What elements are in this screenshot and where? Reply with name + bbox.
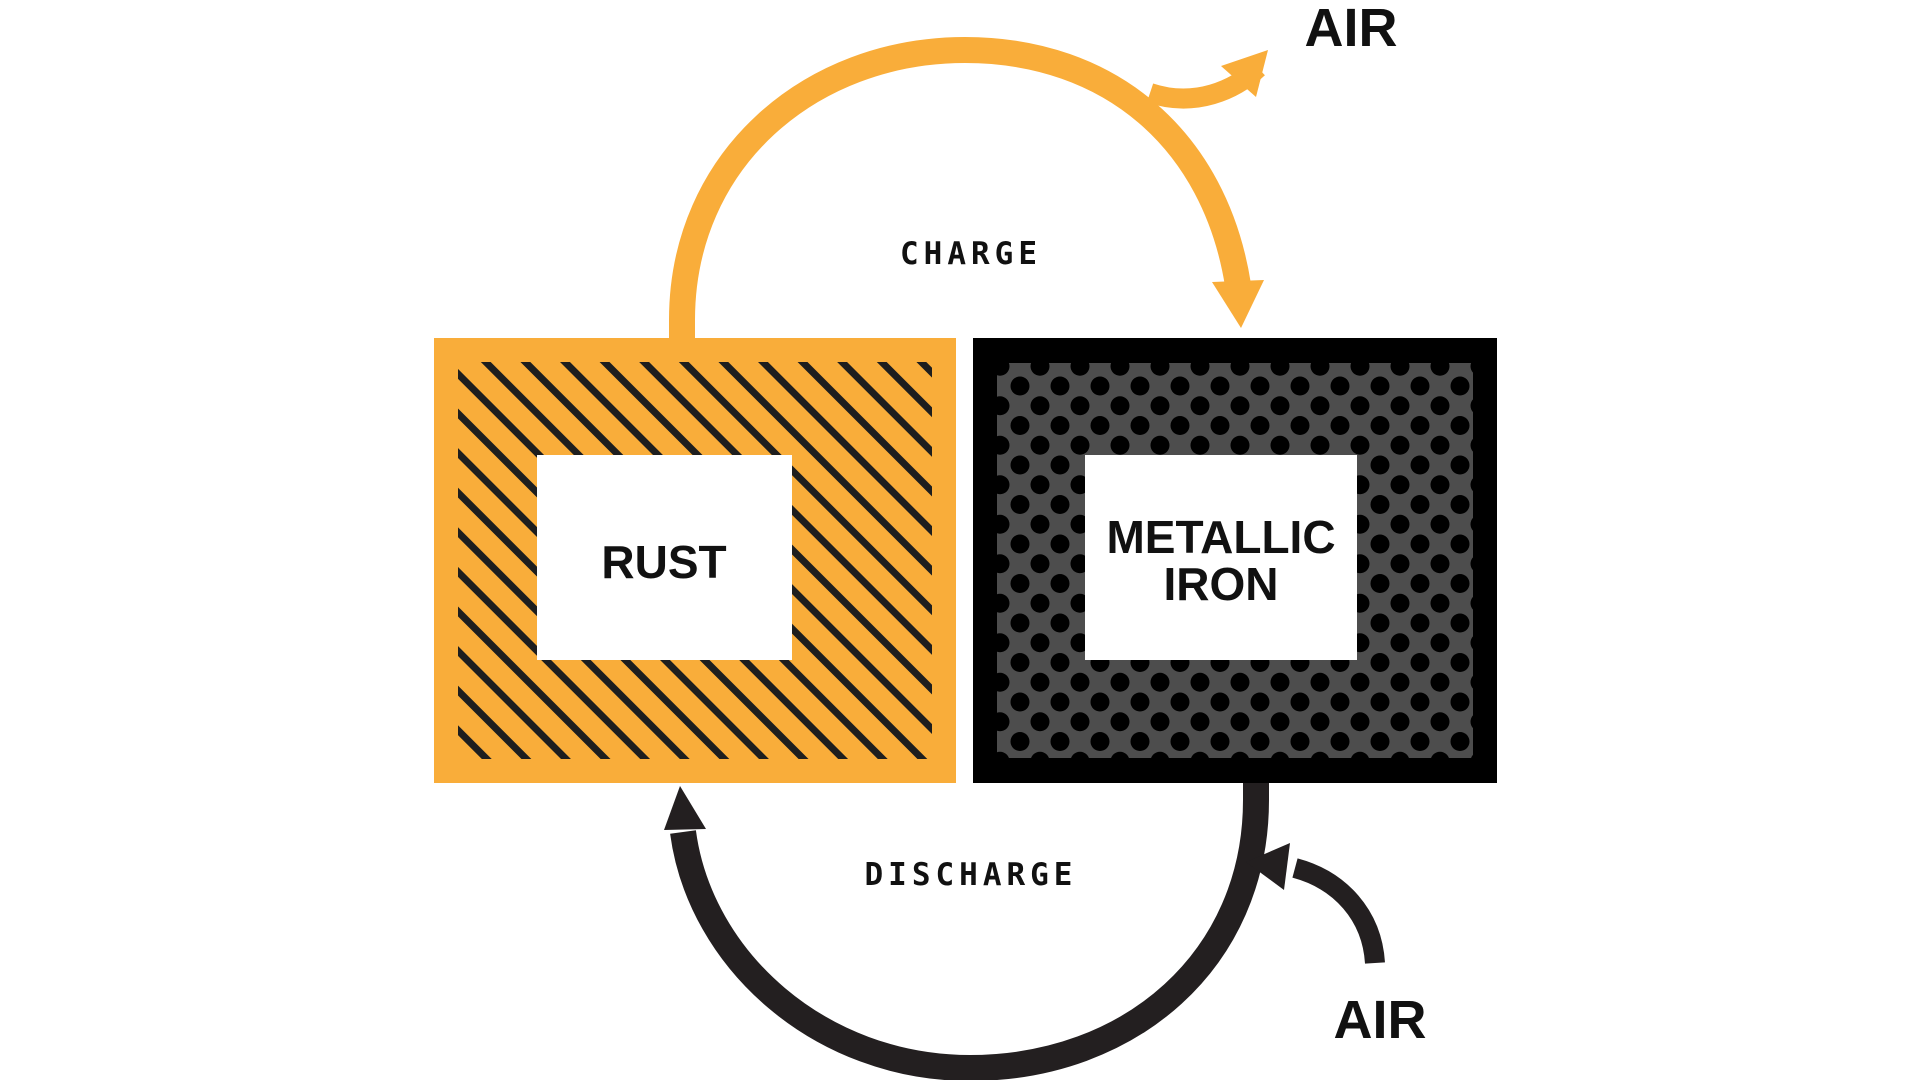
discharge-label: DISCHARGE	[865, 857, 1078, 893]
air-out-arrowhead-icon	[1221, 50, 1268, 97]
iron-label-line1: METALLIC	[1106, 511, 1335, 563]
discharge-arrowhead-icon	[664, 786, 706, 830]
charge-arc	[669, 36, 1251, 340]
iron-label-panel	[1085, 455, 1357, 660]
rust-label-panel	[537, 455, 792, 660]
charge-arrowhead-icon	[1212, 280, 1264, 328]
air-in-branch	[1292, 858, 1385, 965]
iron-label-line2: IRON	[1164, 558, 1279, 610]
rust-label: RUST	[601, 536, 726, 588]
iron-box: METALLIC IRON	[973, 338, 1497, 783]
air-output-label: AIR	[1305, 0, 1398, 58]
rust-box: RUST	[434, 338, 956, 783]
discharge-arrow	[664, 783, 1385, 1080]
air-input-label: AIR	[1334, 990, 1427, 1050]
charge-arrow	[669, 36, 1268, 340]
air-in-arrowhead-icon	[1246, 843, 1290, 890]
discharge-arc	[670, 783, 1269, 1080]
charge-label: CHARGE	[900, 236, 1042, 272]
